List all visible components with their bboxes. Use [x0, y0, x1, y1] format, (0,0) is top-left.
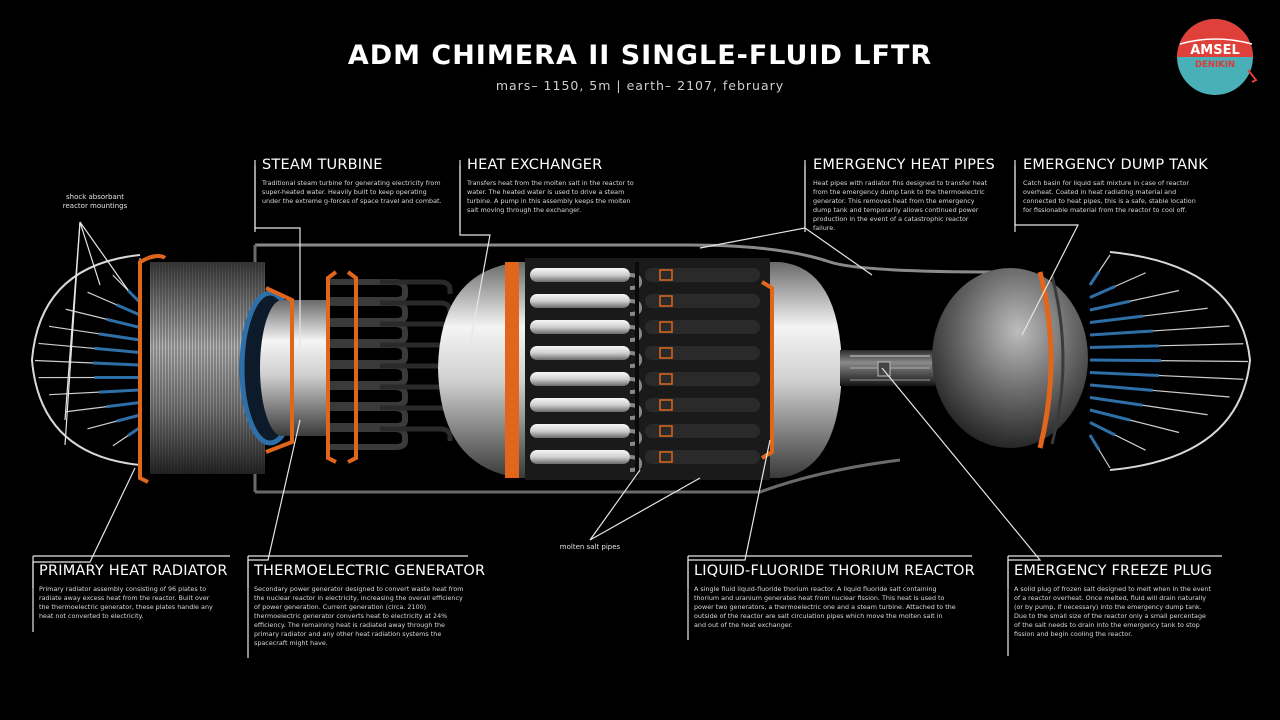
emergency-heat-pipes-body: Heat pipes with radiator fins designed t… [813, 179, 988, 232]
molten-salt-pipes-annotation: molten salt pipes [559, 543, 621, 551]
label-frame-lines [32, 160, 1222, 658]
primary-heat-radiator-body: Primary radiator assembly consisting of … [39, 585, 213, 620]
emergency-heat-pipes-title: EMERGENCY HEAT PIPES [813, 157, 995, 173]
freeze-plug-title: EMERGENCY FREEZE PLUG [1014, 563, 1213, 579]
thermoelectric-generator-body [239, 286, 327, 454]
heat-exchanger-body: Transfers heat from the molten salt in t… [467, 179, 634, 214]
diagram-title: ADM CHIMERA II SINGLE-FLUID LFTR [347, 40, 933, 71]
emergency-dump-tank-title: EMERGENCY DUMP TANK [1023, 157, 1208, 173]
emergency-heat-pipe-outline [255, 243, 1010, 274]
emergency-dump-tank-body [932, 268, 1088, 449]
diagram-subtitle: mars– 1150, 5m | earth– 2107, february [495, 78, 785, 93]
shock-mount-line1: shock absorbant [66, 193, 124, 201]
label-steam-turbine: STEAM TURBINE Traditional steam turbine … [262, 157, 442, 206]
reactor-core-body [438, 258, 842, 480]
lftr-title: LIQUID-FLUORIDE THORIUM REACTOR [694, 563, 975, 579]
label-thermoelectric-generator: THERMOELECTRIC GENERATOR Secondary power… [254, 563, 486, 648]
steam-turbine-title: STEAM TURBINE [262, 157, 383, 173]
label-emergency-freeze-plug: EMERGENCY FREEZE PLUG A solid plug of fr… [1014, 563, 1214, 639]
freeze-plug-body: A solid plug of frozen salt designed to … [1014, 585, 1212, 638]
label-primary-heat-radiator: PRIMARY HEAT RADIATOR Primary radiator a… [39, 563, 228, 621]
thermoelectric-generator-title: THERMOELECTRIC GENERATOR [254, 563, 486, 579]
emergency-dump-tank-body: Catch basin for liquid salt mixture in c… [1023, 179, 1196, 214]
label-emergency-heat-pipes: EMERGENCY HEAT PIPES Heat pipes with rad… [813, 157, 995, 233]
heat-pipe-outline-lower [255, 458, 901, 494]
dump-tank-connector [840, 350, 935, 386]
lftr-body: A single fluid liquid-fluoride thorium r… [694, 585, 956, 629]
primary-heat-radiator-title: PRIMARY HEAT RADIATOR [39, 563, 228, 579]
amsel-denikin-logo: AMSEL DENIKIN [1177, 19, 1258, 95]
steam-turbine-body [326, 270, 453, 464]
steam-turbine-body: Traditional steam turbine for generating… [262, 179, 442, 205]
right-mount-spokes [1088, 254, 1249, 469]
shock-mount-line2: reactor mountings [62, 202, 128, 210]
label-heat-exchanger: HEAT EXCHANGER Transfers heat from the m… [467, 157, 639, 215]
right-mount-dish [1088, 251, 1252, 471]
logo-line1: AMSEL [1190, 43, 1240, 58]
thermoelectric-generator-body: Secondary power generator designed to co… [254, 585, 464, 647]
label-lftr: LIQUID-FLUORIDE THORIUM REACTOR A single… [694, 563, 975, 630]
logo-line2: DENIKIN [1195, 60, 1235, 70]
left-mount-spokes [34, 258, 142, 463]
left-mount-dish [30, 254, 142, 466]
heat-exchanger-title: HEAT EXCHANGER [467, 157, 603, 173]
shock-mount-annotation: shock absorbant reactor mountings [40, 193, 150, 211]
label-emergency-dump-tank: EMERGENCY DUMP TANK Catch basin for liqu… [1023, 157, 1208, 215]
